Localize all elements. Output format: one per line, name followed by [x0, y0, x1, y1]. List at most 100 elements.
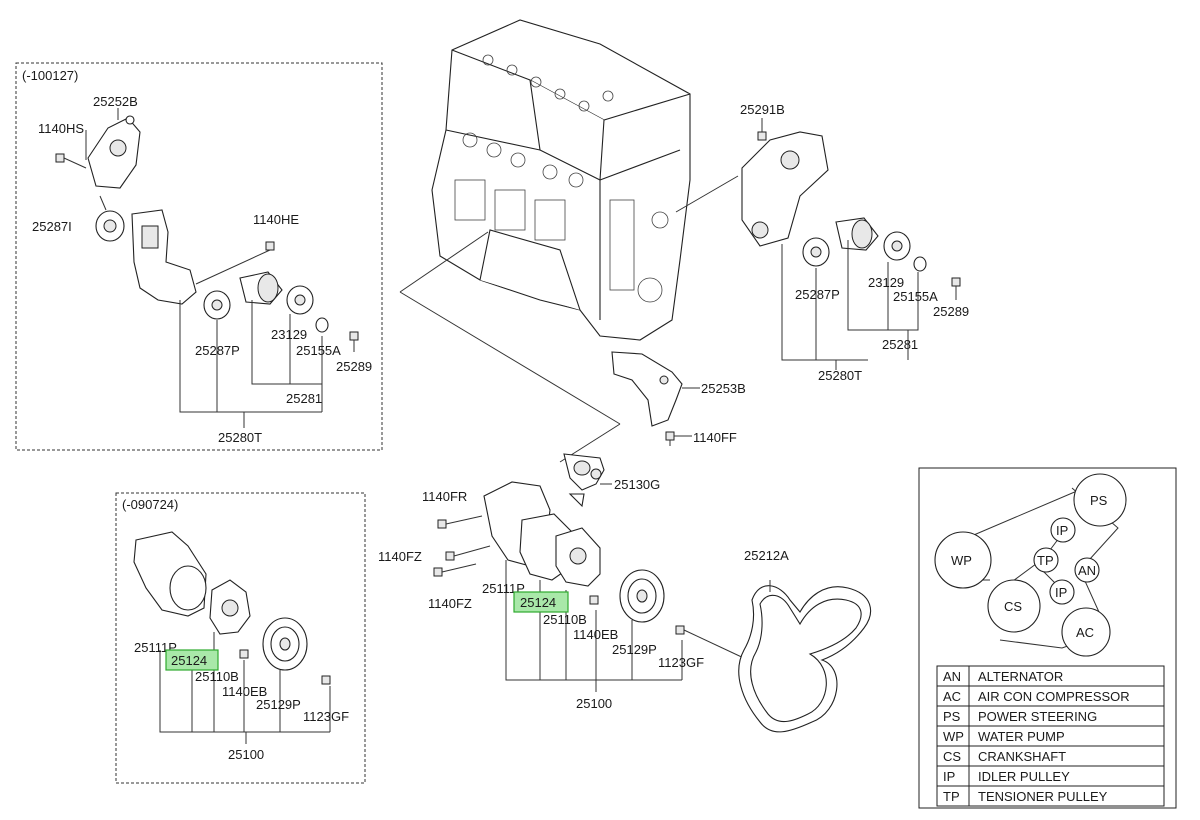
part-label: 25100	[228, 747, 264, 762]
bracket-25253b-part	[611, 351, 683, 427]
part-label: 1140FF	[693, 430, 737, 445]
part-label: 25110B	[195, 669, 239, 684]
pulley-25155a-part	[286, 285, 314, 315]
pulley-tp: TP	[1033, 547, 1059, 573]
pulley-25287p-part	[203, 290, 231, 320]
bolt-25289-part	[951, 277, 961, 300]
pulley-ip-top: IP	[1050, 517, 1076, 543]
variant-label: (-100127)	[22, 68, 78, 83]
legend-name: TENSIONER PULLEY	[978, 789, 1108, 804]
part-label: 25252B	[93, 94, 138, 109]
part-label: 1140FZ	[428, 596, 472, 611]
legend-code: AN	[943, 669, 961, 684]
part-label: 25289	[933, 304, 969, 319]
part-label: 25129P	[256, 697, 301, 712]
legend-code: IP	[943, 769, 955, 784]
part-label: 25155A	[296, 343, 341, 358]
part-label: 25281	[286, 391, 322, 406]
svg-text:CS: CS	[1004, 599, 1022, 614]
part-label: 25212A	[744, 548, 789, 563]
part-label: 25289	[336, 359, 372, 374]
pulley-25287p-part	[802, 237, 830, 267]
legend-code: AC	[943, 689, 961, 704]
bolt-1140hs-part	[55, 153, 87, 169]
bolt-1140fz-part	[445, 545, 491, 561]
part-label: 23129	[271, 327, 307, 342]
water-pump-assembly-center: 25130G 1140FR 1140FZ 1140FZ 25111P 25124…	[378, 453, 749, 711]
bolt-1123gf-part	[321, 675, 331, 685]
bolt-25289-part	[349, 331, 359, 352]
part-label: 23129	[868, 275, 904, 290]
legend-name: WATER PUMP	[978, 729, 1065, 744]
highlight-25124	[165, 649, 219, 671]
svg-text:IP: IP	[1056, 523, 1068, 538]
part-label: 25287I	[32, 219, 72, 234]
part-label: 1140HS	[38, 121, 84, 136]
pulley-an: AN	[1074, 557, 1100, 583]
pulley-25155a-part	[883, 231, 911, 261]
pulley-ip-mid: IP	[1049, 579, 1075, 605]
part-label: 25129P	[612, 642, 657, 657]
svg-text:TP: TP	[1037, 553, 1054, 568]
bolt-1140ff-part	[665, 431, 675, 446]
part-label: 25281	[882, 337, 918, 352]
gasket-25130g-part	[563, 453, 605, 508]
pulley-legend-table: AN ALTERNATOR AC AIR CON COMPRESSOR PS P…	[936, 665, 1165, 807]
part-label: 1123GF	[303, 709, 349, 724]
variant-box-top-left: (-100127)	[15, 62, 383, 451]
drive-belt-25212a: 25212A	[738, 548, 872, 733]
part-label: 25287P	[195, 343, 240, 358]
legend-code: WP	[943, 729, 964, 744]
part-label: 25291B	[740, 102, 785, 117]
legend-name: AIR CON COMPRESSOR	[978, 689, 1130, 704]
legend-code: CS	[943, 749, 961, 764]
svg-text:IP: IP	[1055, 585, 1067, 600]
part-label: 1123GF	[658, 655, 704, 670]
variant-label: (-090724)	[122, 497, 178, 512]
legend-code: PS	[943, 709, 961, 724]
svg-text:WP: WP	[951, 553, 972, 568]
part-label: 25130G	[614, 477, 660, 492]
legend-name: IDLER PULLEY	[978, 769, 1070, 784]
bolt-25291b-part	[757, 124, 767, 141]
legend-name: CRANKSHAFT	[978, 749, 1066, 764]
bolt-1140fz-part	[433, 563, 477, 577]
part-label-highlighted[interactable]: 25124	[520, 595, 556, 610]
bolt-1140he-part	[195, 241, 275, 285]
part-label: 1140HE	[253, 212, 299, 227]
svg-text:PS: PS	[1090, 493, 1108, 508]
legend-name: ALTERNATOR	[978, 669, 1063, 684]
part-label: 25280T	[818, 368, 862, 383]
pulley-25129p-part	[262, 617, 308, 671]
part-label: 25155A	[893, 289, 938, 304]
belt-routing-panel: PS WP IP TP AN IP CS AC	[918, 467, 1177, 809]
variant-box-bottom-left: (-090724) 25111P 25124 25110B 1140EB 251…	[115, 492, 366, 784]
idler-25287i-part	[95, 210, 125, 242]
tensioner-23129-part	[835, 217, 879, 251]
tensioner-assembly-right: 25291B 25287P 23129 25155A 25289 25281 2…	[740, 102, 969, 383]
part-label: 1140FR	[422, 489, 467, 504]
tensioner-23129-part	[239, 271, 283, 305]
pulley-ps: PS	[1073, 473, 1127, 527]
pulley-25129p-part	[619, 569, 665, 623]
bolt-1140eb-part	[239, 649, 249, 659]
bracket-25291b-part	[741, 131, 829, 247]
part-label-highlighted[interactable]: 25124	[171, 653, 207, 668]
part-label: 25110B	[543, 612, 587, 627]
svg-text:AC: AC	[1076, 625, 1094, 640]
legend-code: TP	[943, 789, 960, 804]
tensioner-bracket-part	[131, 209, 197, 305]
legend-name: POWER STEERING	[978, 709, 1097, 724]
bolt-1140eb-part	[589, 595, 599, 605]
bolt-1140fr-part	[437, 515, 483, 529]
highlight-25124	[513, 591, 569, 613]
part-label: 25280T	[218, 430, 262, 445]
part-label: 25100	[576, 696, 612, 711]
part-label: 1140FZ	[378, 549, 422, 564]
part-label: 1140EB	[573, 627, 618, 642]
bolt-1123gf-part	[675, 625, 685, 635]
svg-text:AN: AN	[1078, 563, 1096, 578]
part-label: 25253B	[701, 381, 746, 396]
part-label: 1140EB	[222, 684, 267, 699]
